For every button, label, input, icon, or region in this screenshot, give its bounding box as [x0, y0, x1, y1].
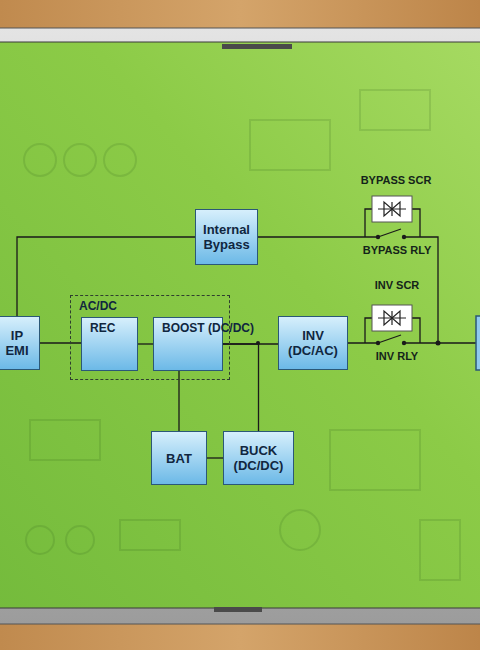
switch-label: BYPASS SCR — [361, 174, 432, 186]
scr-symbol — [372, 196, 412, 222]
process-box: BAT — [151, 431, 207, 485]
pcb-texture — [24, 90, 460, 580]
process-box: INV (DC/AC) — [278, 316, 348, 370]
process-box: IP EMI — [0, 316, 40, 370]
box-label: Internal Bypass — [203, 222, 250, 252]
power-connector — [223, 344, 259, 431]
scr-symbol — [372, 305, 412, 331]
box-label: IP EMI — [5, 328, 28, 358]
inverter-wire — [348, 342, 476, 343]
relay-contact — [378, 335, 401, 343]
process-box: BOOST (DC/DC) — [153, 317, 223, 371]
relay-contact — [378, 229, 401, 237]
power-connector — [17, 237, 195, 316]
process-box: BUCK (DC/DC) — [223, 431, 294, 485]
group-box: AC/DC REC BOOST (DC/DC) — [70, 295, 230, 380]
box-label: REC — [90, 321, 115, 336]
box-label: INV (DC/AC) — [288, 328, 338, 358]
power-connector — [138, 343, 153, 344]
power-connector — [40, 342, 81, 343]
relay-terminal — [376, 341, 380, 345]
power-connector — [207, 457, 223, 458]
power-connector — [178, 371, 179, 431]
box-label: BOOST (DC/DC) — [162, 321, 254, 336]
junction-dot — [436, 341, 441, 346]
group-title: AC/DC — [79, 299, 117, 313]
switch-label: BYPASS RLY — [363, 244, 431, 256]
frame-tab — [222, 44, 292, 49]
relay-terminal — [376, 235, 380, 239]
green-panel — [0, 42, 480, 608]
output-box — [476, 316, 480, 370]
process-box: REC — [81, 317, 138, 371]
switch-label: INV RLY — [376, 350, 418, 362]
relay-terminal — [402, 235, 406, 239]
monitor-frame — [0, 28, 480, 624]
process-box: Internal Bypass — [195, 209, 258, 265]
relay-terminal — [402, 341, 406, 345]
frame-tab — [214, 607, 262, 612]
box-label: BAT — [166, 451, 192, 466]
switch-label: INV SCR — [375, 279, 420, 291]
box-label: BUCK (DC/DC) — [234, 443, 284, 473]
